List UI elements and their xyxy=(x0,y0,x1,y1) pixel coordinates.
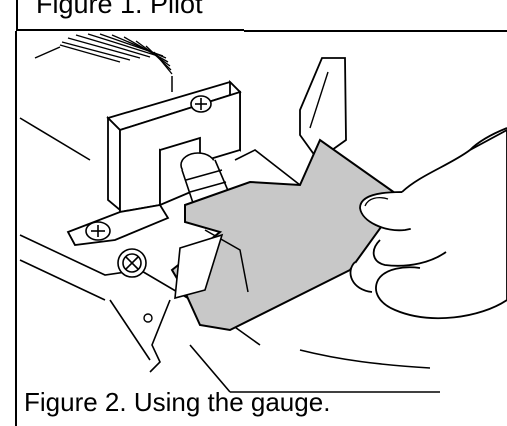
deflector xyxy=(299,57,347,162)
gauge-tool xyxy=(170,138,404,332)
fingernail xyxy=(364,197,389,207)
burner-outline xyxy=(34,46,173,92)
burner-hatching xyxy=(59,33,173,75)
deflector-inner xyxy=(309,71,329,129)
screw-top xyxy=(190,95,212,113)
rear-bracket xyxy=(234,149,301,186)
lever-stem xyxy=(149,299,171,373)
figure2-caption: Figure 2. Using the gauge. xyxy=(24,387,331,417)
bracket-flange xyxy=(66,204,170,246)
bracket-flange-bottom xyxy=(67,231,76,246)
screw-bottom xyxy=(117,248,147,278)
plate-edge-right xyxy=(299,349,440,393)
lever xyxy=(174,233,224,300)
lever-hole xyxy=(143,313,153,323)
screw-left xyxy=(85,221,111,241)
figure1-caption-frame xyxy=(16,0,244,31)
hand xyxy=(349,127,507,319)
figure1-caption: Figure 1. Pilot xyxy=(36,0,203,19)
